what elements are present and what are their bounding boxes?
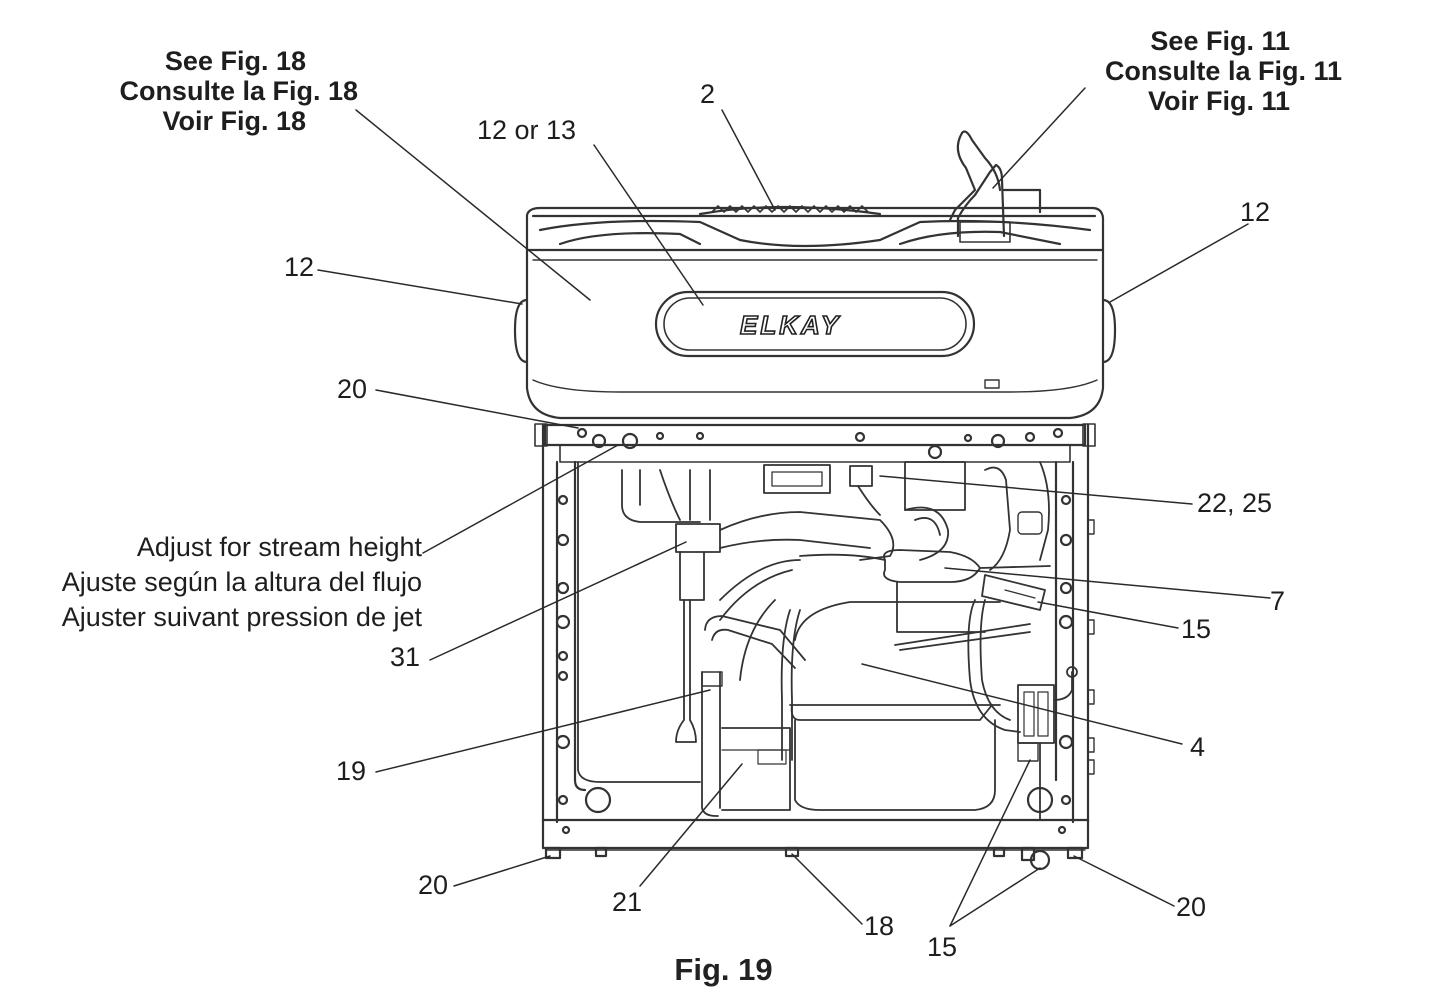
adjust-stream-fr: Ajuster suivant pression de jet (61, 602, 422, 632)
leader-lines (317, 87, 1271, 927)
ref-4: 4 (1190, 732, 1206, 762)
ref-21: 21 (612, 887, 643, 917)
see-fig-18-fr: Voir Fig. 18 (162, 106, 306, 136)
adjust-stream-es: Ajuste según la altura del flujo (61, 567, 422, 597)
see-fig-11-fr: Voir Fig. 11 (1147, 86, 1290, 116)
see-fig-18-callout: See Fig. 18 Consulte la Fig. 18 Voir Fig… (80, 46, 358, 136)
ref-15-bottom: 15 (927, 932, 958, 962)
elkay-logo: ELKAY (739, 309, 842, 341)
internal-components (577, 461, 1078, 821)
ref-12-right: 12 (1240, 197, 1271, 227)
ref-19: 19 (336, 756, 367, 786)
ref-31: 31 (390, 642, 421, 672)
see-fig-18-en: See Fig. 18 (164, 46, 306, 76)
figure-caption: Fig. 19 (674, 952, 773, 987)
ref-20-bottom-left: 20 (418, 870, 449, 900)
adjust-stream-callout: Adjust for stream height Ajuste según la… (20, 530, 422, 635)
see-fig-11-en: See Fig. 11 (1150, 26, 1290, 56)
bubbler (948, 130, 1042, 243)
see-fig-18-es: Consulte la Fig. 18 (119, 76, 358, 106)
basin (513, 205, 1117, 420)
see-fig-11-callout: See Fig. 11 Consulte la Fig. 11 Voir Fig… (1060, 26, 1342, 116)
chassis-frame (534, 423, 1096, 871)
ref-2: 2 (700, 79, 716, 109)
see-fig-11-es: Consulte la Fig. 11 (1104, 56, 1342, 86)
adjust-stream-en: Adjust for stream height (136, 532, 422, 562)
ref-12-or-13: 12 or 13 (477, 115, 577, 145)
ref-20-bottom-right: 20 (1176, 892, 1207, 922)
ref-15-mid: 15 (1181, 614, 1212, 644)
ref-20-top: 20 (337, 374, 368, 404)
ref-12-left: 12 (284, 252, 315, 282)
ref-18: 18 (864, 911, 895, 941)
ref-7: 7 (1270, 586, 1286, 616)
ref-22-25: 22, 25 (1197, 488, 1273, 518)
